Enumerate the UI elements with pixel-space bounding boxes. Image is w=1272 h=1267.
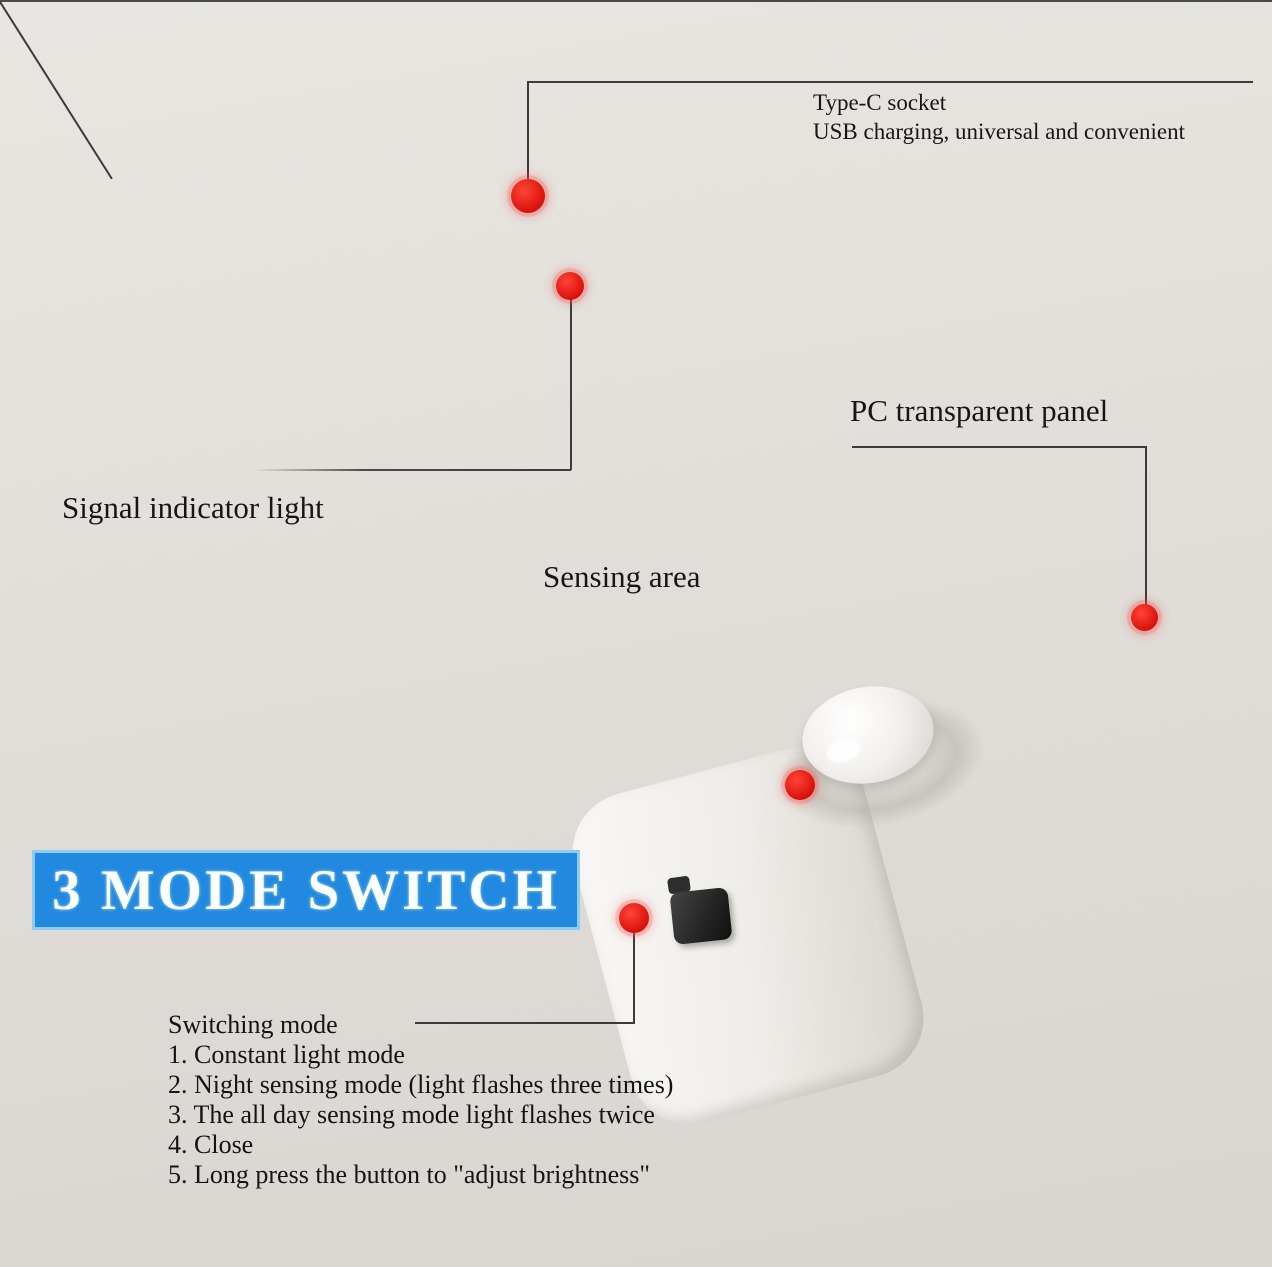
label-type-c-title: Type-C socket	[813, 90, 947, 115]
label-type-c-subtitle: USB charging, universal and convenient	[813, 119, 1185, 144]
callout-line-signal-vertical	[570, 290, 572, 470]
switching-mode-item: 4. Close	[168, 1130, 254, 1159]
callout-line-panel-vertical	[1145, 446, 1147, 608]
callout-line-typec-horizontal	[527, 81, 1253, 83]
callout-line-switching-vertical	[633, 928, 635, 1024]
mode-switch-banner: 3 MODE SWITCH	[32, 850, 580, 930]
switching-mode-item: 1. Constant light mode	[168, 1040, 405, 1069]
switching-mode-items: 1. Constant light mode 2. Night sensing …	[168, 1040, 673, 1190]
switching-mode-list: Switching mode 1. Constant light mode 2.…	[168, 1010, 673, 1190]
callout-dot-switching-icon	[619, 903, 649, 933]
switching-mode-item: 5. Long press the button to "adjust brig…	[168, 1160, 650, 1189]
label-pc-panel: PC transparent panel	[850, 393, 1109, 428]
mode-switch-banner-text: 3 MODE SWITCH	[52, 858, 560, 922]
mode-switch-button-icon	[669, 887, 733, 945]
switching-mode-heading: Switching mode	[168, 1010, 338, 1039]
label-signal-indicator: Signal indicator light	[62, 490, 324, 525]
callout-line-switching-horizontal	[415, 1022, 635, 1024]
callout-dot-panel-icon	[1131, 604, 1158, 631]
callout-dot-typec-icon	[511, 179, 545, 213]
callout-line-panel-underline	[852, 446, 1147, 448]
callout-dot-signal-icon	[556, 272, 584, 300]
callout-line-typec-vertical	[527, 82, 529, 192]
switching-mode-item: 3. The all day sensing mode light flashe…	[168, 1100, 655, 1129]
photo-top-border-line	[0, 0, 1272, 2]
callout-dot-sensing-icon	[785, 770, 815, 800]
callout-line-signal-horizontal	[253, 469, 571, 471]
label-type-c: Type-C socket USB charging, universal an…	[813, 88, 1185, 146]
switching-mode-item: 2. Night sensing mode (light flashes thr…	[168, 1070, 674, 1099]
label-sensing-area: Sensing area	[543, 559, 701, 594]
